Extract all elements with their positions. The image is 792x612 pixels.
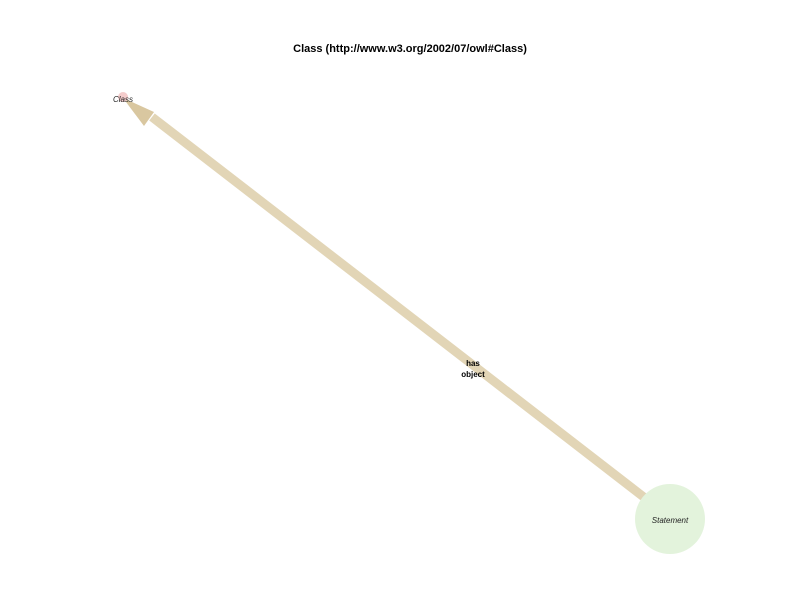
edge-label-line1: has bbox=[466, 359, 480, 368]
node-class-circle bbox=[118, 92, 128, 102]
node-class-label: Class bbox=[113, 95, 133, 104]
diagram-title: Class (http://www.w3.org/2002/07/owl#Cla… bbox=[293, 43, 527, 55]
node-class[interactable]: Class bbox=[113, 92, 133, 104]
node-statement[interactable]: Statement bbox=[635, 484, 705, 554]
edge-arrowhead bbox=[123, 98, 154, 126]
edge-line bbox=[149, 113, 648, 502]
node-statement-label: Statement bbox=[652, 516, 689, 525]
edge-has-object[interactable]: has object bbox=[123, 98, 648, 502]
edge-label-line2: object bbox=[461, 370, 485, 379]
node-statement-circle bbox=[635, 484, 705, 554]
